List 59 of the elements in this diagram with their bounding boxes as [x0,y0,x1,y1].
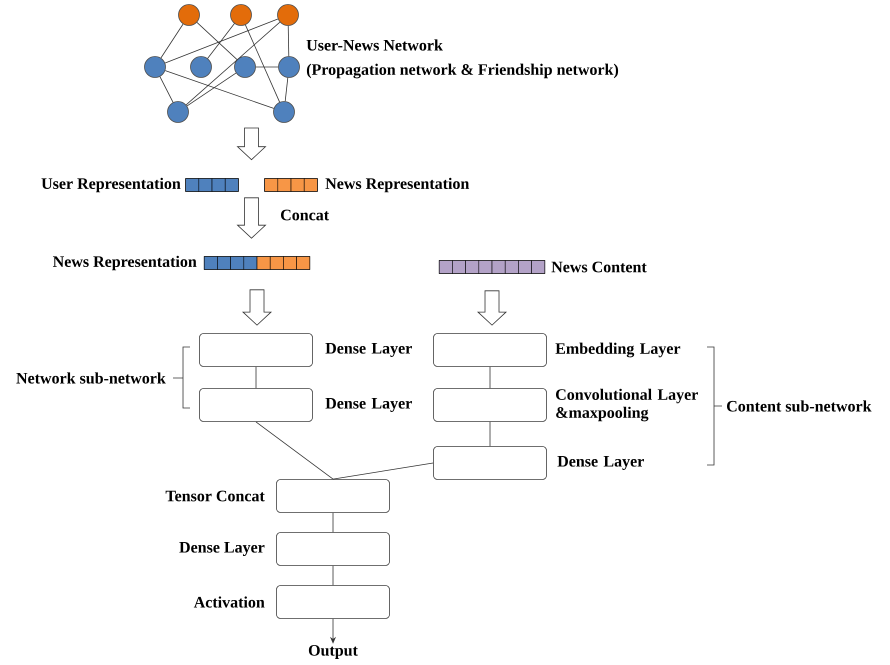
vector-bar [438,260,546,274]
connector-line [245,24,280,102]
layer-box: Dense Layer [199,388,412,422]
network-node [167,101,189,123]
node-label: Dense Layer [325,343,412,357]
output-label: Output [308,645,358,659]
network-node [273,101,295,123]
network-node [178,4,200,26]
connector-line [256,422,334,480]
connector-line [164,18,278,64]
layer-box: Dense Layer [179,532,390,566]
connector-line [332,462,434,480]
connector-line [186,72,236,106]
connector-line [160,76,174,103]
vector-label: News Representation [52,256,197,270]
layer-box: Dense Layer [199,333,412,367]
vector-bar [264,178,318,192]
connector-line [164,70,274,109]
connector-line [256,66,278,68]
node-label: Tensor Concat [166,490,265,502]
node-label: Dense Layer [179,542,264,556]
block-arrow [236,128,267,160]
node-label: Dense Layer [325,398,412,412]
node-label: Activation [194,596,265,608]
vector-label: User Representation [42,178,181,192]
network-subtitle: (Propagation network & Friendship network) [306,64,618,78]
layer-box: Convolutional Layer &maxpooling [433,388,698,422]
network-node [144,56,166,78]
connector-line [207,23,235,59]
vector-label: News Content [552,262,647,272]
node-label: Embedding Layer [555,342,680,358]
connector-line [196,22,238,60]
block-arrow [236,197,267,239]
block-arrow [242,289,272,326]
network-node [230,4,252,26]
layer-box: Activation [194,585,390,619]
connector-line [288,26,290,56]
network-title: User-News Network [306,39,443,51]
network-node [278,56,300,78]
connector-line [284,77,288,102]
network-node [277,4,299,26]
group-label: Network sub-network [16,372,166,384]
group-label: Content sub-network [727,400,872,412]
network-node [190,56,212,78]
connector-line [186,22,280,106]
layer-box: Embedding Layer [433,333,680,367]
layer-box: Tensor Concat [166,479,390,513]
vector-bar [204,256,310,270]
network-node [234,56,256,78]
vector-label: News Representation [326,178,470,192]
node-label: Dense Layer [557,456,644,470]
connector-line [160,24,184,58]
layer-box: Dense Layer [433,446,644,480]
connector-line [332,512,334,532]
vector-bar [185,178,239,192]
node-label: Convolutional Layer &maxpooling [556,388,698,422]
connector-line [332,566,334,586]
block-arrow [476,290,508,326]
edge-label: Concat [281,210,330,220]
